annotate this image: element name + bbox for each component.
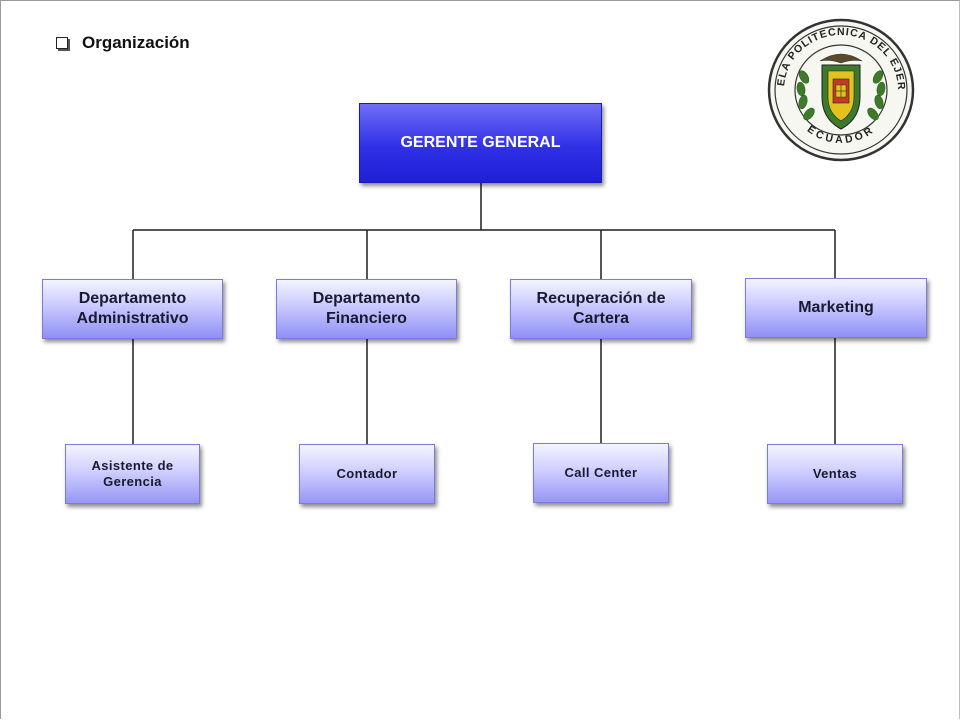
section-heading: Organización: [56, 33, 190, 53]
org-box-ventas: Ventas: [767, 444, 903, 504]
org-box-gerente-general: GERENTE GENERAL: [359, 103, 602, 183]
checkbox-bullet-icon: [56, 37, 68, 49]
org-box-label: Contador: [336, 466, 398, 482]
org-box-contador: Contador: [299, 444, 435, 504]
org-box-asistente-de-gerencia: Asistente de Gerencia: [65, 444, 200, 504]
org-box-label: Asistente de Gerencia: [91, 458, 174, 489]
espe-seal-logo: ESCUELA POLITECNICA DEL EJERCITO ECUADOR: [766, 17, 915, 162]
org-box-label: Recuperación de Cartera: [536, 290, 666, 327]
org-box-label: Call Center: [564, 465, 638, 481]
section-heading-text: Organización: [82, 33, 190, 52]
org-box-departamento-administrativo: Departamento Administrativo: [42, 279, 223, 339]
org-box-label: GERENTE GENERAL: [400, 134, 561, 152]
org-box-label: Marketing: [798, 299, 874, 317]
org-box-label: Departamento Financiero: [312, 290, 421, 327]
org-box-marketing: Marketing: [745, 278, 927, 338]
org-box-recuperacion-de-cartera: Recuperación de Cartera: [510, 279, 692, 339]
org-box-call-center: Call Center: [533, 443, 669, 503]
org-box-departamento-financiero: Departamento Financiero: [276, 279, 457, 339]
org-box-label: Ventas: [812, 466, 858, 482]
org-box-label: Departamento Administrativo: [76, 290, 189, 327]
